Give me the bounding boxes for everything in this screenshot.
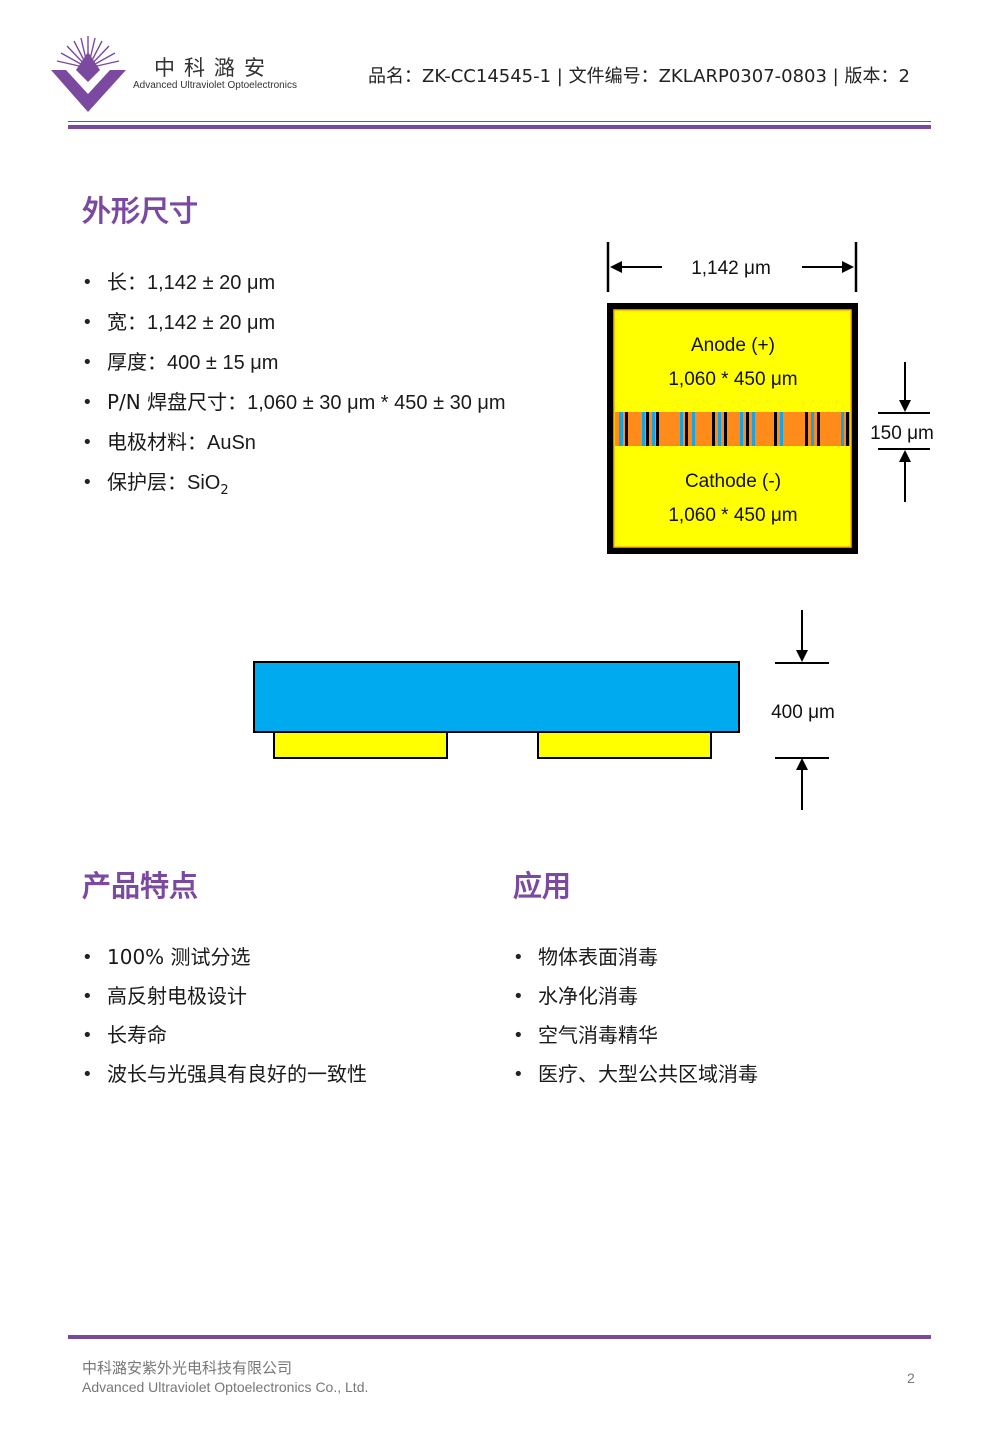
gap-label: 150 μm (870, 423, 934, 444)
company-logo (48, 34, 132, 114)
list-item: 物体表面消毒 (513, 938, 758, 977)
page-number: 2 (907, 1370, 915, 1386)
list-item: 保护层：SiO2 (82, 463, 506, 510)
thickness-label: 400 μm (771, 702, 835, 723)
list-item: 长：1,142 ± 20 μm (82, 263, 506, 303)
pad-right (537, 731, 712, 759)
list-item: 空气消毒精华 (513, 1016, 758, 1055)
substrate (253, 661, 740, 733)
anode-size: 1,060 * 450 μm (668, 369, 797, 390)
list-item: 医疗、大型公共区域消毒 (513, 1055, 758, 1094)
list-item: 厚度：400 ± 15 μm (82, 343, 506, 383)
company-name-en: Advanced Ultraviolet Optoelectronics (133, 80, 297, 91)
list-item: P/N 焊盘尺寸：1,060 ± 30 μm * 450 ± 30 μm (82, 383, 506, 423)
features-heading: 产品特点 (82, 869, 199, 903)
applications-list: 物体表面消毒 水净化消毒 空气消毒精华 医疗、大型公共区域消毒 (513, 938, 758, 1094)
list-item: 长寿命 (82, 1016, 367, 1055)
features-list: 100% 测试分选 高反射电极设计 长寿命 波长与光强具有良好的一致性 (82, 938, 367, 1094)
dimensions-list: 长：1,142 ± 20 μm 宽：1,142 ± 20 μm 厚度：400 ±… (82, 263, 506, 510)
applications-heading: 应用 (513, 869, 572, 903)
anode-label: Anode (+) (691, 335, 775, 356)
pad-gap-stripe (615, 412, 850, 446)
pad-gap-pattern (619, 412, 849, 446)
cathode-size: 1,060 * 450 μm (668, 505, 797, 526)
list-item: 电极材料：AuSn (82, 423, 506, 463)
footer-company-en: Advanced Ultraviolet Optoelectronics Co.… (82, 1379, 369, 1395)
chip-side-view-diagram: 400 μm (253, 610, 835, 810)
footer-rule (68, 1335, 931, 1339)
dimensions-heading: 外形尺寸 (82, 194, 199, 228)
chip-top-view-diagram: 1,142 μm Anode (+) 1,060 * 450 μm Cathod… (606, 242, 934, 554)
footer-company-cn: 中科潞安紫外光电科技有限公司 (82, 1359, 293, 1377)
list-item: 100% 测试分选 (82, 938, 367, 977)
pad-left (273, 731, 448, 759)
document-info: 品名：ZK-CC14545-1 | 文件编号：ZKLARP0307-0803 |… (368, 66, 910, 87)
list-item: 高反射电极设计 (82, 977, 367, 1016)
company-name-cn: 中科潞安 (154, 56, 274, 80)
list-item: 宽：1,142 ± 20 μm (82, 303, 506, 343)
width-label: 1,142 μm (691, 258, 771, 279)
list-item: 水净化消毒 (513, 977, 758, 1016)
header-rule-thick (68, 125, 931, 129)
header-rule-thin (68, 121, 931, 122)
list-item: 波长与光强具有良好的一致性 (82, 1055, 367, 1094)
cathode-label: Cathode (-) (685, 471, 781, 492)
